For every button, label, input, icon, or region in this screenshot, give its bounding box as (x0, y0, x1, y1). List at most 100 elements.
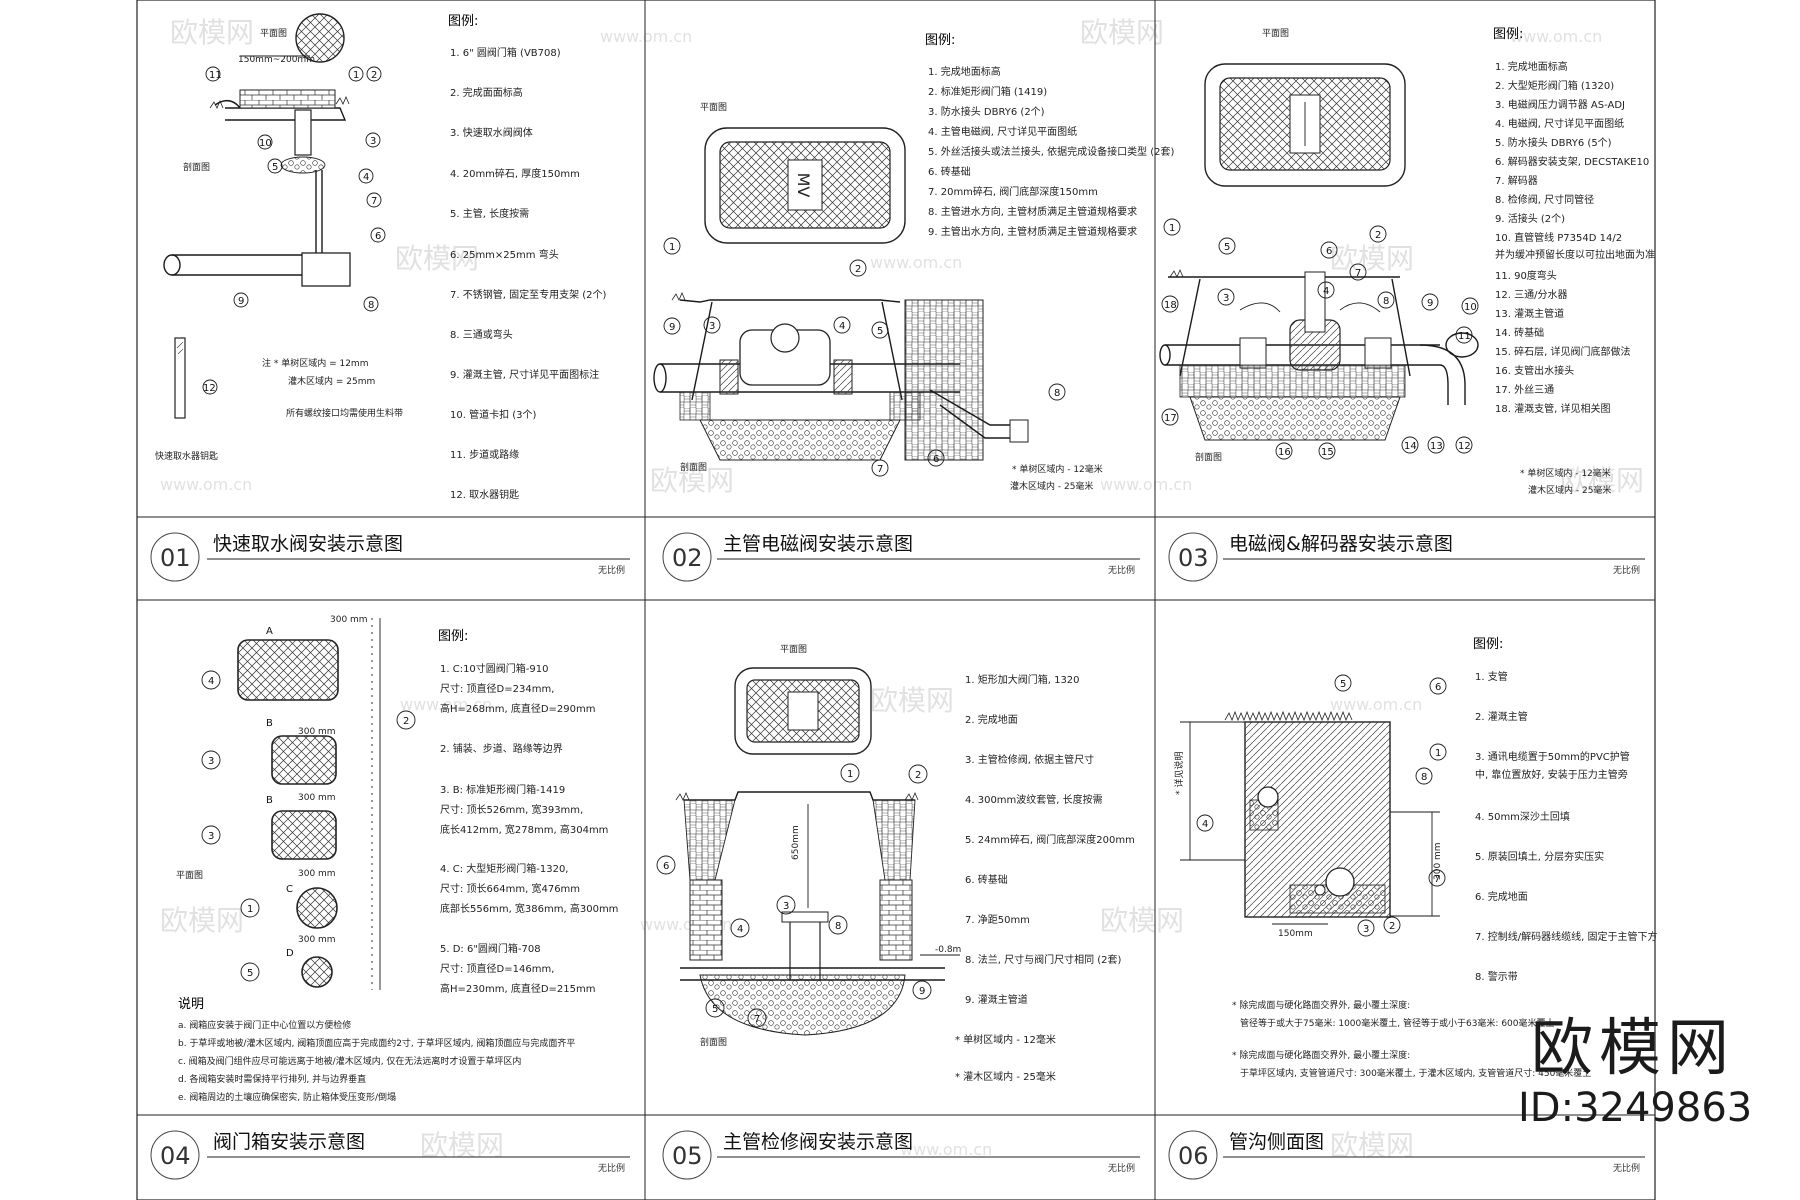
panel-02-plan-label: 平面图 (700, 102, 727, 113)
panel-02-callouts: 1 2 3 4 5 6 7 8 9 (663, 237, 1066, 477)
legend-item: 1. 支管 (1475, 670, 1508, 683)
valve-box-section (239, 89, 336, 109)
svg-text:3: 3 (370, 136, 376, 147)
watermark-text: 欧模网 (170, 16, 254, 49)
legend-item: 4. 300mm波纹套管, 长度按需 (965, 793, 1103, 806)
legend-item: 4. C: 大型矩形阀门箱-1320, (440, 862, 569, 875)
svg-text:5: 5 (1340, 679, 1346, 690)
panel-02-title-block: 02 主管电磁阀安装示意图 无比例 (662, 532, 1140, 582)
watermark-text: 欧模网 (395, 242, 479, 275)
panel-04-title: 阀门箱安装示意图 (213, 1131, 365, 1153)
svg-text:3: 3 (1223, 293, 1229, 304)
panel-02-note-1: * 单树区域内 - 12毫米 (1012, 463, 1103, 475)
legend-item: 5. 外丝活接头或法兰接头, 依据完成设备接口类型 (2套) (928, 145, 1175, 158)
svg-text:17: 17 (1164, 413, 1177, 424)
legend-item: 1. C:10寸圆阀门箱-910 (440, 662, 549, 675)
legend-item: 5. D: 6"圆阀门箱-708 (440, 942, 541, 955)
legend-item: 2. 灌溉主管 (1475, 710, 1528, 723)
panel-03-scale: 无比例 (1613, 564, 1640, 576)
svg-text:3: 3 (208, 831, 214, 842)
svg-text:5: 5 (1224, 242, 1230, 253)
panel-03-section-label: 剖面图 (1195, 451, 1222, 463)
legend-item: 1. 完成地面标高 (928, 65, 1001, 78)
svg-text:2: 2 (371, 70, 377, 81)
legend-item: 12. 取水器钥匙 (450, 488, 519, 501)
note-item: * 除完成面与硬化路面交界外, 最小覆土深度: (1232, 1049, 1410, 1061)
svg-text:8: 8 (1054, 388, 1060, 399)
watermark-url: www.om.cn (1510, 27, 1602, 46)
legend-item: 5. 24mm碎石, 阀门底部深度200mm (965, 833, 1135, 846)
panel-01-scale: 无比例 (598, 564, 625, 576)
panel-02-drawing: 平面图 MV 剖面图 * 单树区域内 - 12毫米 灌木区域内 - 25 (653, 102, 1103, 492)
box-b-rect (271, 810, 337, 860)
panel-05-legend: 1. 矩形加大阀门箱, 1320 2. 完成地面 3. 主管检修阀, 依据主管尺… (955, 673, 1135, 1083)
panel-05-section-label: 剖面图 (700, 1036, 727, 1048)
panel-05-number: 05 (672, 1142, 703, 1170)
panel-04-drawing: 300 mm A B 300 mm B 300 mm C 300 mm D 30… (176, 615, 416, 990)
panel-03-drawing: 平面图 剖面图 1 2 3 4 (1159, 28, 1479, 463)
panel-01-title-block: 01 快速取水阀安装示意图 无比例 (150, 532, 630, 582)
note-item: a. 阀箱应安装于阀门正中心位置以方便检修 (178, 1019, 351, 1031)
panel-04-legend-title: 图例: (438, 629, 468, 644)
svg-text:11: 11 (1458, 331, 1471, 342)
svg-text:12: 12 (203, 383, 216, 394)
svg-text:8: 8 (1421, 772, 1427, 783)
legend-item: 11. 90度弯头 (1495, 269, 1557, 282)
legend-item: 5. 防水接头 DBRY6 (5个) (1495, 136, 1612, 149)
panel-03-legend: 1. 完成地面标高 2. 大型矩形阀门箱 (1320) 3. 电磁阀压力调节器 … (1495, 60, 1655, 415)
panel-04-label-d: D (286, 948, 294, 959)
note-item: e. 阀箱周边的土壤应确保密实, 防止箱体受压变形/倒塌 (178, 1091, 396, 1103)
panel-01-title: 快速取水阀安装示意图 (213, 533, 403, 555)
panel-05-callouts: 1 2 3 4 5 6 7 8 9 (656, 763, 932, 1028)
svg-text:2: 2 (403, 716, 409, 727)
panel-03-title-block: 03 电磁阀&解码器安装示意图 无比例 (1168, 532, 1645, 582)
svg-text:2: 2 (1375, 230, 1381, 241)
panel-05-title-block: 05 主管检修阀安装示意图 无比例 (662, 1130, 1140, 1180)
panel-02-legend-title: 图例: (925, 33, 955, 48)
panel-06-title: 管沟侧面图 (1229, 1131, 1324, 1153)
legend-item: 尺寸: 顶直径D=234mm, (440, 682, 554, 695)
panel-04-number: 04 (160, 1142, 191, 1170)
legend-item: 4. 50mm深沙土回填 (1475, 810, 1570, 823)
svg-text:9: 9 (669, 322, 675, 333)
svg-text:4: 4 (839, 321, 845, 332)
panel-06-scale: 无比例 (1613, 1162, 1640, 1174)
panel-04-callouts: 4 2 3 3 1 5 (201, 670, 416, 982)
brand-overlay: 欧模网 ID:3249863 (1518, 1011, 1752, 1132)
svg-text:1: 1 (669, 242, 675, 253)
svg-text:9: 9 (238, 296, 244, 307)
legend-item: 底长412mm, 宽278mm, 高304mm (440, 823, 608, 836)
panel-05-title: 主管检修阀安装示意图 (723, 1131, 913, 1153)
panel-01-callouts: 11 1 2 3 4 5 10 7 6 8 9 12 (202, 66, 386, 395)
brand-logo: 欧模网 (1530, 1011, 1735, 1084)
svg-text:5: 5 (712, 1004, 718, 1015)
svg-text:6: 6 (663, 861, 669, 872)
svg-text:5: 5 (247, 968, 253, 979)
watermark-url: www.om.cn (900, 1140, 992, 1159)
panel-01-plan-label: 平面图 (260, 28, 287, 39)
legend-item: 8. 主管进水方向, 主管材质满足主管道规格要求 (928, 205, 1137, 218)
svg-text:8: 8 (835, 921, 841, 932)
legend-item: * 灌木区域内 - 25毫米 (955, 1070, 1056, 1083)
panel-01-section-label: 剖面图 (183, 161, 210, 173)
svg-text:2: 2 (1389, 921, 1395, 932)
legend-item: 3. B: 标准矩形阀门箱-1419 (440, 783, 565, 796)
legend-item: 3. 电磁阀压力调节器 AS-ADJ (1495, 98, 1625, 111)
panel-04-legend: 1. C:10寸圆阀门箱-910 尺寸: 顶直径D=234mm, 高H=268m… (440, 662, 618, 995)
panel-03-number: 03 (1178, 544, 1209, 572)
legend-item: 7. 20mm碎石, 阀门底部深度150mm (928, 185, 1098, 198)
panel-02: 平面图 MV 剖面图 * 单树区域内 - 12毫米 灌木区域内 - 25 (653, 33, 1175, 582)
panel-03: 平面图 剖面图 1 2 3 4 (1159, 27, 1655, 582)
panel-02-title: 主管电磁阀安装示意图 (723, 533, 913, 555)
svg-text:7: 7 (1355, 268, 1361, 279)
svg-text:1: 1 (847, 769, 853, 780)
legend-item: 3. 快速取水阀阀体 (450, 126, 533, 139)
legend-item: 9. 灌溉主管, 尺寸详见平面图标注 (450, 368, 599, 381)
box-d-round (301, 956, 333, 988)
svg-text:3: 3 (208, 756, 214, 767)
svg-text:4: 4 (1323, 286, 1329, 297)
box-a-large-rect (237, 639, 339, 701)
legend-item: 底部长556mm, 宽386mm, 高300mm (440, 902, 618, 915)
legend-item: 7. 解码器 (1495, 174, 1538, 187)
svg-text:14: 14 (1404, 441, 1417, 452)
